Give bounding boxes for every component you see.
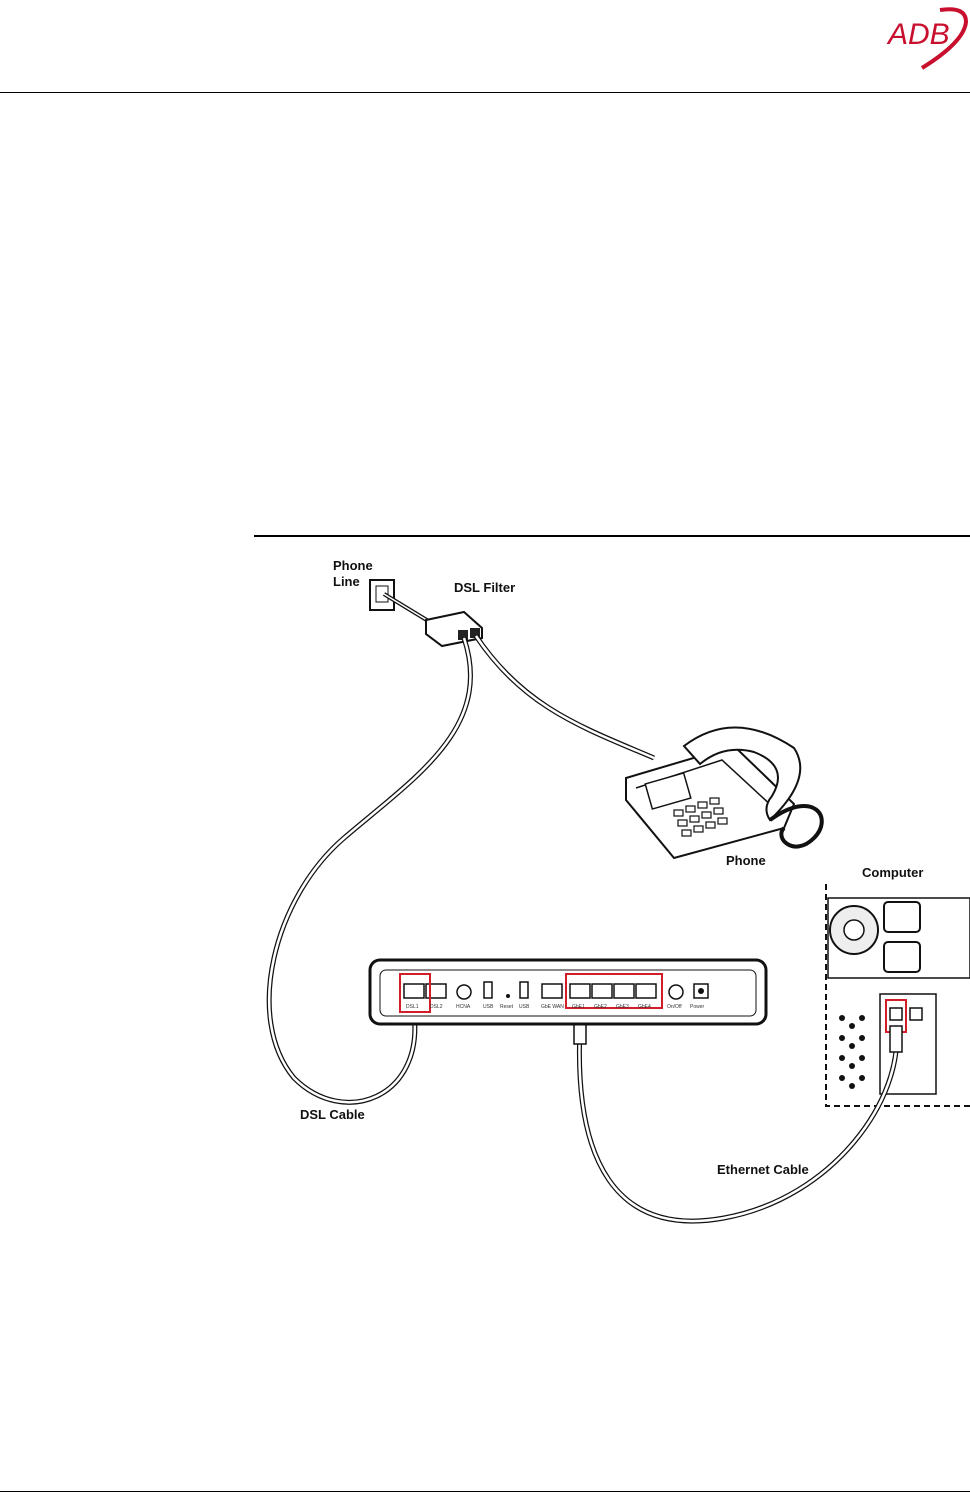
phone-line-label-1: Phone <box>333 558 373 573</box>
port-label: GbE2 <box>594 1004 607 1010</box>
ethernet-cable-label: Ethernet Cable <box>717 1162 809 1177</box>
header-rule <box>0 92 970 93</box>
port-label: Reset <box>500 1004 514 1010</box>
phone-line-label-2: Line <box>333 574 360 589</box>
port-label: GbE3 <box>616 1004 629 1010</box>
port-label: HCNA <box>456 1004 471 1010</box>
wall-jack <box>370 580 394 610</box>
connection-diagram: DSL1 DSL2 HCNA USB Reset USB GbE WAN GbE… <box>254 538 970 1238</box>
port-label: DSL2 <box>430 1004 443 1010</box>
dsl-filter-label: DSL Filter <box>454 580 515 595</box>
port-label: Power <box>690 1004 705 1010</box>
phone-cord-line <box>476 636 654 758</box>
telephone <box>626 727 822 858</box>
port-label: USB <box>483 1004 494 1010</box>
port-label: GbE1 <box>572 1004 585 1010</box>
figure-top-rule <box>254 535 970 537</box>
router: DSL1 DSL2 HCNA USB Reset USB GbE WAN GbE… <box>370 960 766 1024</box>
port-label: USB <box>519 1004 530 1010</box>
computer-label: Computer <box>862 865 923 880</box>
ethernet-cable-line <box>579 1028 896 1221</box>
dsl-cable-line <box>269 638 470 1102</box>
port-label: GbE4 <box>638 1004 651 1010</box>
computer-tower <box>826 884 970 1106</box>
port-label: DSL1 <box>406 1004 419 1010</box>
logo-text: ADB <box>886 18 950 51</box>
dsl-cable-label: DSL Cable <box>300 1107 365 1122</box>
footer-rule <box>0 1491 970 1492</box>
port-label: On/Off <box>667 1004 682 1010</box>
dsl-filter-device <box>426 612 482 646</box>
adb-logo: ADB <box>880 4 970 70</box>
phone-label: Phone <box>726 853 766 868</box>
port-label: GbE WAN <box>541 1004 564 1010</box>
